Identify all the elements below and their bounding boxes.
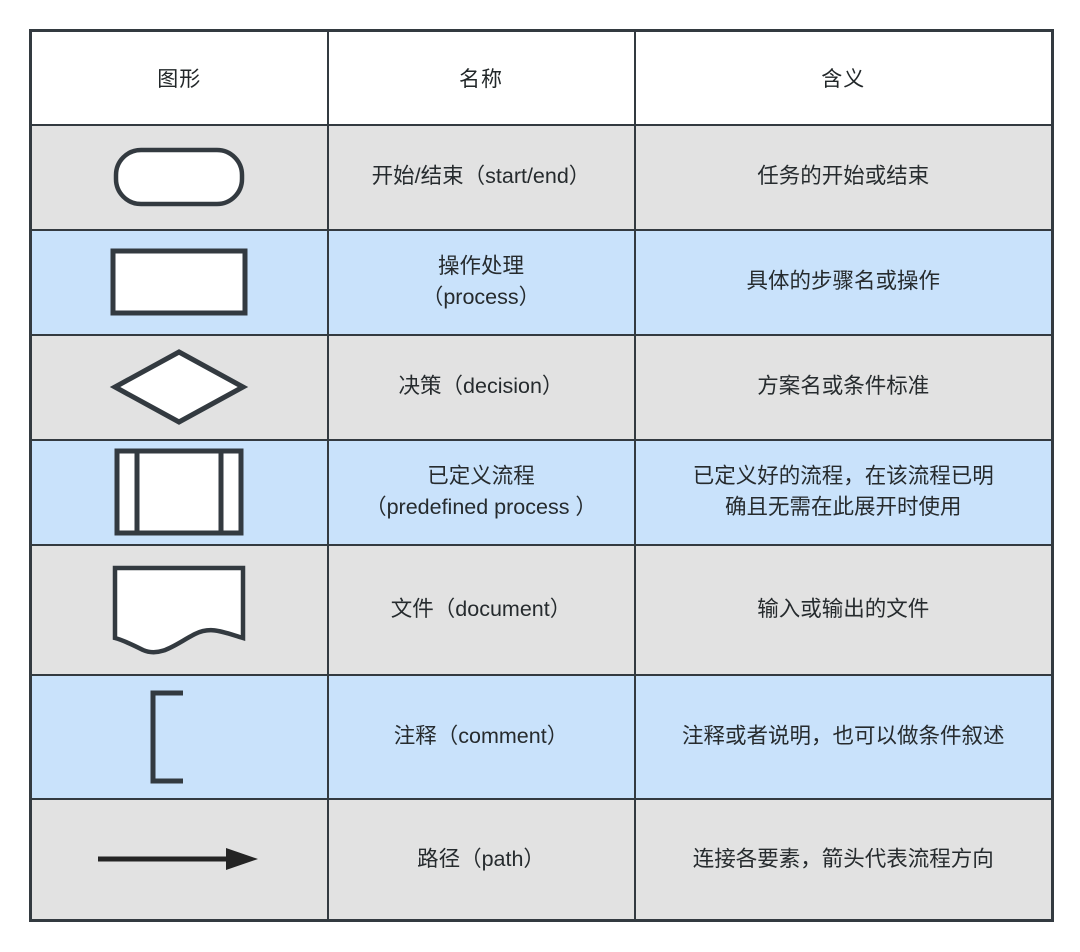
name-cell: 路径（path） xyxy=(326,797,636,922)
name-line: 开始/结束（start/end） xyxy=(371,164,591,189)
meaning-cell: 任务的开始或结束 xyxy=(633,123,1054,231)
meaning-cell: 已定义好的流程，在该流程已明 确且无需在此展开时使用 xyxy=(633,438,1054,546)
rounded-rectangle-shape xyxy=(114,147,245,207)
diamond-shape xyxy=(110,349,249,425)
shape-cell xyxy=(29,797,329,922)
table-row: 操作处理 （process） 具体的步骤名或操作 xyxy=(29,228,1054,336)
shape-cell xyxy=(29,333,329,441)
meaning-line: 确且无需在此展开时使用 xyxy=(724,495,962,519)
name-cell: 开始/结束（start/end） xyxy=(326,123,636,231)
column-header-shape: 图形 xyxy=(29,29,329,126)
shape-cell xyxy=(29,673,329,800)
meaning-line: 连接各要素，箭头代表流程方向 xyxy=(692,846,994,871)
name-line: 路径（path） xyxy=(417,846,545,871)
table-row: 已定义流程 （predefined process ） 已定义好的流程，在该流程… xyxy=(29,438,1054,546)
comment-bracket-shape xyxy=(150,690,184,783)
shape-cell xyxy=(29,123,329,231)
meaning-cell: 具体的步骤名或操作 xyxy=(633,228,1054,336)
rectangle-shape xyxy=(110,248,248,316)
name-line: 已定义流程 xyxy=(427,463,535,488)
name-cell: 决策（decision） xyxy=(326,333,636,441)
document-shape xyxy=(113,565,246,654)
meaning-cell: 输入或输出的文件 xyxy=(633,543,1054,676)
meaning-line: 任务的开始或结束 xyxy=(757,164,930,189)
name-cell: 注释（comment） xyxy=(326,673,636,800)
name-line: （predefined process ） xyxy=(365,495,597,519)
shape-cell xyxy=(29,438,329,546)
table-row: 文件（document） 输入或输出的文件 xyxy=(29,543,1054,676)
meaning-line: 注释或者说明，也可以做条件叙述 xyxy=(681,723,1005,748)
meaning-line: 方案名或条件标准 xyxy=(757,374,930,399)
name-line: 注释（comment） xyxy=(393,723,569,748)
shape-cell xyxy=(29,228,329,336)
table-row: 路径（path） 连接各要素，箭头代表流程方向 xyxy=(29,797,1054,922)
name-line: 操作处理 xyxy=(437,253,524,278)
column-header-meaning: 含义 xyxy=(633,29,1054,126)
meaning-cell: 方案名或条件标准 xyxy=(633,333,1054,441)
meaning-line: 输入或输出的文件 xyxy=(757,596,930,621)
name-line: 决策（decision） xyxy=(398,374,564,399)
meaning-cell: 连接各要素，箭头代表流程方向 xyxy=(633,797,1054,922)
meaning-line: 已定义好的流程，在该流程已明 xyxy=(692,463,994,488)
meaning-cell: 注释或者说明，也可以做条件叙述 xyxy=(633,673,1054,800)
name-line: 文件（document） xyxy=(390,596,572,621)
name-line: （process） xyxy=(421,285,541,309)
name-cell: 已定义流程 （predefined process ） xyxy=(326,438,636,546)
arrow-shape xyxy=(98,848,259,871)
table-row: 开始/结束（start/end） 任务的开始或结束 xyxy=(29,123,1054,231)
column-header-name: 名称 xyxy=(326,29,636,126)
shape-cell xyxy=(29,543,329,676)
table-row: 注释（comment） 注释或者说明，也可以做条件叙述 xyxy=(29,673,1054,800)
name-cell: 操作处理 （process） xyxy=(326,228,636,336)
name-cell: 文件（document） xyxy=(326,543,636,676)
table-header-row: 图形 名称 含义 xyxy=(29,29,1054,126)
table-row: 决策（decision） 方案名或条件标准 xyxy=(29,333,1054,441)
meaning-line: 具体的步骤名或操作 xyxy=(746,269,940,294)
predefined-process-shape xyxy=(114,448,244,536)
flowchart-symbol-legend-table: 图形 名称 含义 开始/结束（start/end） 任务的开始或结束 xyxy=(29,29,1054,922)
